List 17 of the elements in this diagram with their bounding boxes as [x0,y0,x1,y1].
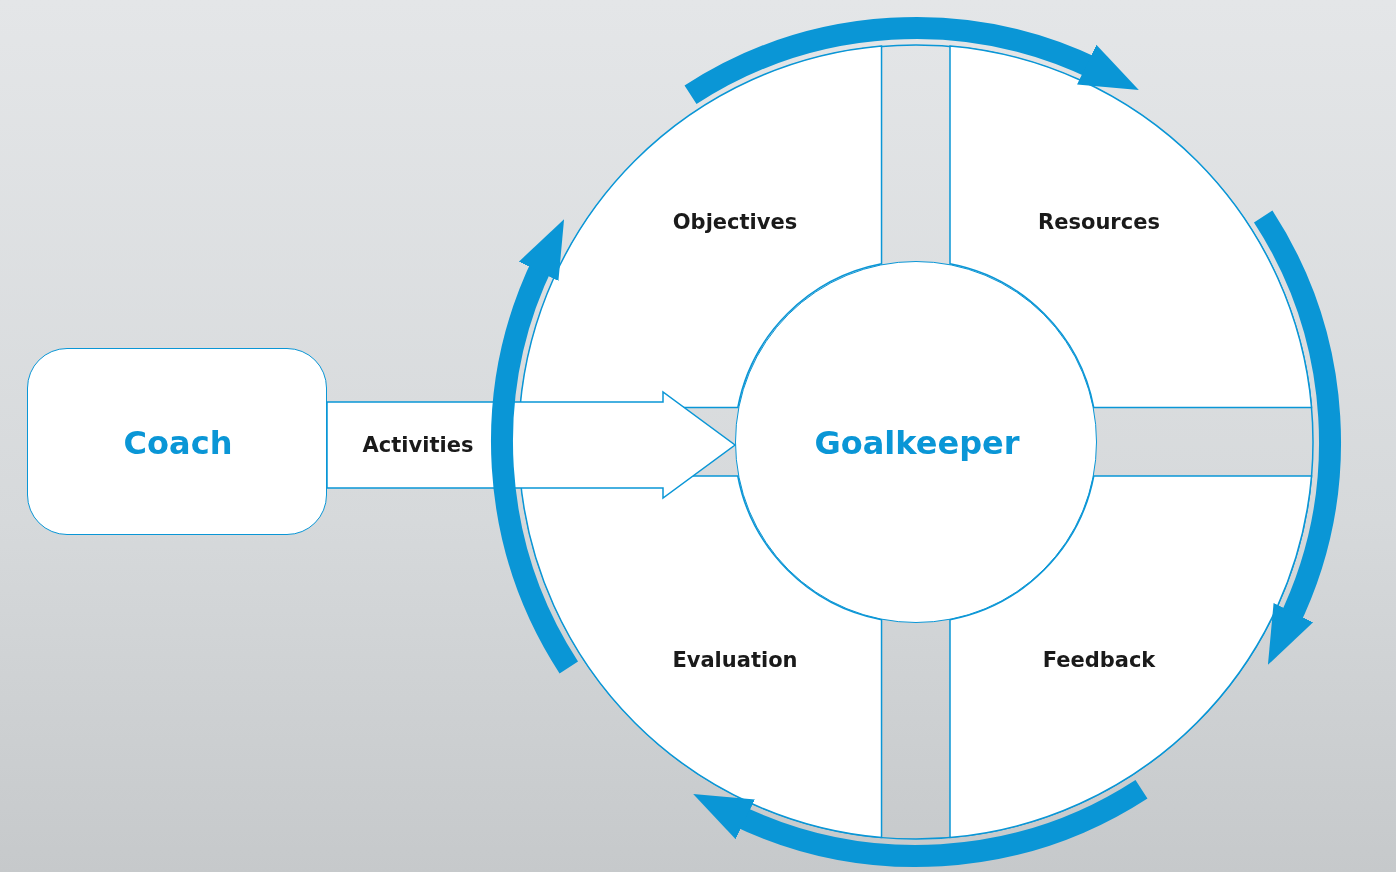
cycle-arrow [685,17,1141,105]
node-label: Objectives [672,210,798,234]
edge-label: Activities [362,433,474,457]
block-arrow [326,390,737,500]
rounded-box [27,348,327,535]
node-label: Goalkeeper [814,424,1020,462]
node-label: Resources [1038,210,1160,234]
node-label: Coach [123,423,233,462]
quadrant-segment [520,46,882,408]
node-label: Feedback [1042,648,1156,672]
node-label: Evaluation [672,648,798,672]
cycle-arrow [691,779,1147,867]
quadrant-segment [520,476,882,838]
quadrant-segment [950,476,1312,838]
cycle-arrow [1253,211,1341,667]
quadrant-segment [950,46,1312,408]
cycle-arrow [491,217,579,673]
